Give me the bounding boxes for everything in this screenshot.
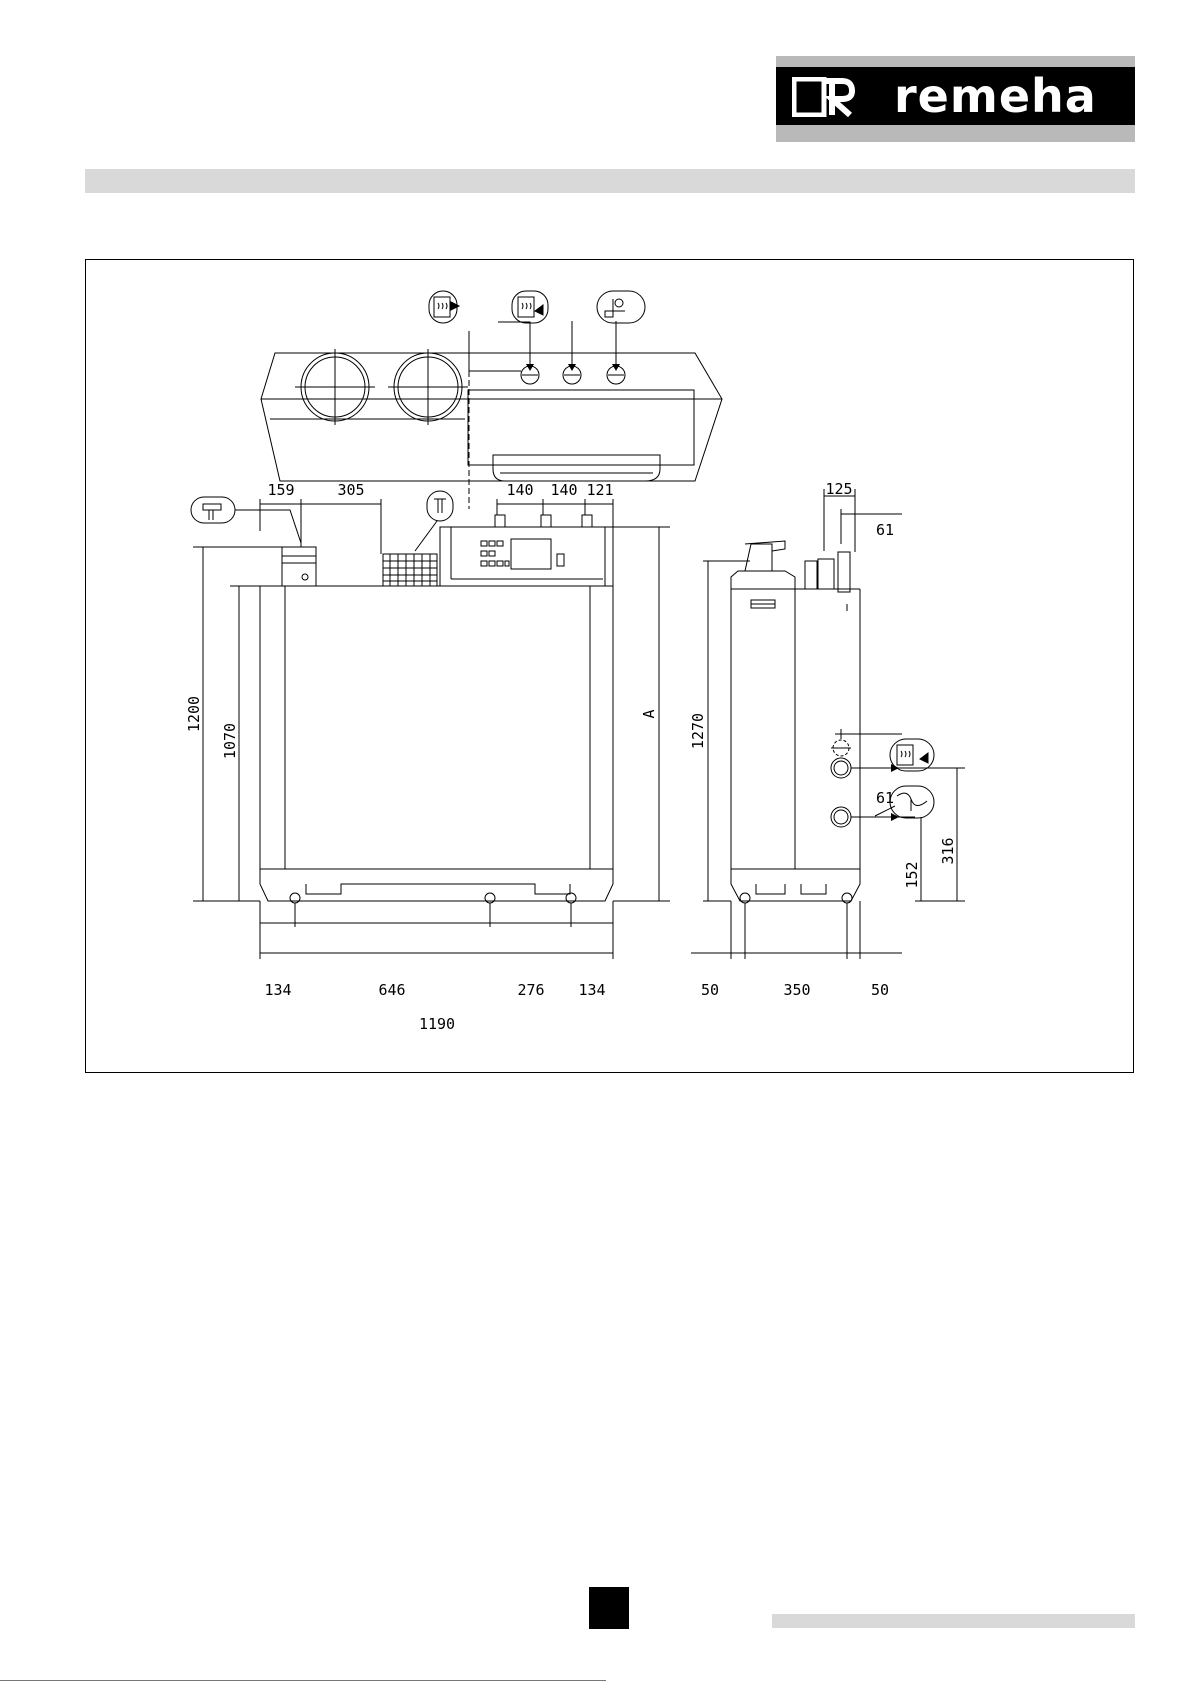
dim-50-b: 50 <box>871 981 889 999</box>
dim-1200: 1200 <box>185 696 203 732</box>
dim-305: 305 <box>337 481 364 499</box>
heating-flow-icon <box>429 291 459 323</box>
brand-name: remeha <box>894 71 1097 121</box>
logo-plate: remeha <box>776 67 1135 125</box>
dim-61-a: 61 <box>876 521 894 539</box>
dim-134-a: 134 <box>264 981 291 999</box>
dim-1190: 1190 <box>419 1015 455 1033</box>
dim-140-a: 140 <box>506 481 533 499</box>
page-number-box <box>589 1587 629 1629</box>
dim-316: 316 <box>939 837 957 864</box>
dim-a: A <box>640 709 658 718</box>
dim-125: 125 <box>825 480 852 498</box>
dim-159: 159 <box>267 481 294 499</box>
dim-140-b: 140 <box>550 481 577 499</box>
dim-61-b: 61 <box>876 789 894 807</box>
footer-bar <box>772 1614 1135 1628</box>
air-inlet-icon <box>415 491 453 551</box>
bottom-rule <box>0 1680 606 1681</box>
dim-350: 350 <box>783 981 810 999</box>
dim-134-b: 134 <box>578 981 605 999</box>
top-view <box>261 321 722 509</box>
side-view <box>691 489 965 959</box>
header-bar <box>85 169 1135 193</box>
dim-121: 121 <box>586 481 613 499</box>
remeha-mark-icon <box>792 77 856 117</box>
heating-return-icon <box>512 291 548 323</box>
dim-152: 152 <box>903 861 921 888</box>
front-view <box>193 499 670 959</box>
dim-50-a: 50 <box>701 981 719 999</box>
gas-connection-icon <box>597 291 645 323</box>
safety-valve-icon <box>890 739 934 771</box>
dim-276: 276 <box>517 981 544 999</box>
dim-646: 646 <box>378 981 405 999</box>
dim-1270: 1270 <box>689 713 707 749</box>
dim-1070: 1070 <box>221 723 239 759</box>
brand-logo: remeha <box>776 56 1135 142</box>
technical-drawing: 159 305 140 140 121 1200 1070 A 134 646 … <box>85 259 1134 1073</box>
